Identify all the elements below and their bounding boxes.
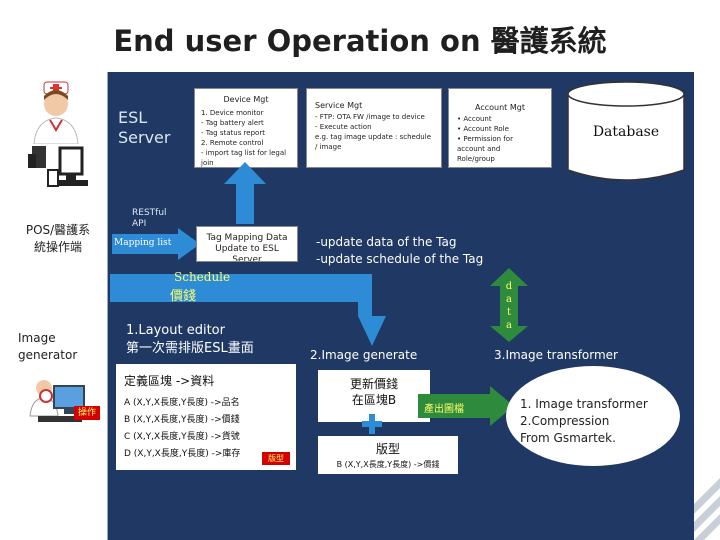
update-tag-text: -update data of the Tag -update schedule… (316, 235, 484, 266)
schedule-elbow-arrow-icon (110, 274, 386, 346)
operator-badge: 操作 (74, 406, 100, 420)
layout-result-box: 版型 B (X,Y,X長度,Y長度) ->價錢 (318, 436, 458, 474)
layout-row: C (X,Y,X長度,Y長度) ->貨號 (124, 432, 240, 442)
database-label: Database (592, 124, 660, 140)
device-mgt-box: Device Mgt 1. Device monitor - Tag batte… (194, 88, 298, 168)
nurse-icon (33, 81, 79, 144)
layout-row: D (X,Y,X長度,Y長度) ->庫存 (124, 449, 241, 459)
mapping-list-label: Mapping list (114, 238, 172, 248)
image-generator-label: Image generator (18, 331, 78, 362)
page-title: End user Operation on 醫護系統 (113, 24, 607, 58)
define-block-label: 定義區塊 ->資料 (124, 374, 215, 388)
image-generate-label: 2.Image generate (310, 348, 418, 362)
transformer-list: 1. Image transformer 2.Compression From … (520, 397, 648, 445)
layout-badge: 版型 (262, 452, 290, 465)
device-mgt-title: Device Mgt (223, 95, 269, 104)
operator-icon (29, 380, 85, 422)
data-vertical-label: d a t a (505, 281, 513, 331)
layout-row: B (X,Y,X長度,Y長度) ->價錢 (124, 415, 240, 425)
transformer-ellipse (506, 366, 680, 466)
tag-mapping-box: Tag Mapping Data Update to ESL Server (196, 226, 298, 262)
device-mgt-body: 1. Device monitor - Tag battery alert - … (201, 109, 287, 167)
restful-api-label: RESTful API (132, 208, 167, 229)
layout-result-row: B (X,Y,X長度,Y長度) ->價錢 (336, 460, 440, 469)
database-cylinder-icon (567, 81, 685, 181)
output-image-label: 產出圖檔 (424, 404, 464, 415)
layout-row: A (X,Y,X長度,Y長度) ->品名 (124, 398, 240, 408)
mapping-list-arrow-icon (112, 228, 200, 260)
price-label: 價錢 (170, 289, 197, 304)
blue-up-arrow-icon (224, 162, 266, 224)
service-mgt-box: Service Mgt - FTP: OTA FW /image to devi… (306, 88, 442, 168)
green-data-arrow-icon (490, 268, 528, 342)
account-mgt-body: • Account • Account Role • Permission fo… (457, 115, 513, 163)
left-panel (6, 72, 108, 540)
schedule-label: Schedule (174, 270, 231, 284)
service-mgt-body: - FTP: OTA FW /image to device - Execute… (315, 113, 431, 151)
account-mgt-title: Account Mgt (475, 103, 525, 112)
layout-result-title: 版型 (375, 442, 400, 456)
update-price-text: 更新價錢 在區塊B (349, 377, 398, 407)
plus-icon (362, 414, 382, 434)
esl-server-label: ESL Server (118, 108, 171, 147)
service-mgt-title: Service Mgt (315, 101, 363, 110)
output-image-arrow-icon (418, 386, 514, 426)
account-mgt-box: Account Mgt • Account • Account Role • P… (448, 88, 552, 168)
corner-stripes-decoration (694, 478, 720, 540)
layout-rows: A (X,Y,X長度,Y長度) ->品名 B (X,Y,X長度,Y長度) ->價… (116, 395, 296, 463)
tag-mapping-text: Tag Mapping Data Update to ESL Server (206, 233, 288, 262)
image-transformer-title: 3.Image transformer (494, 348, 618, 362)
pos-terminal-icon (28, 146, 88, 187)
layout-editor-label: 1.Layout editor 第一次需排版ESL畫面 (126, 323, 254, 356)
pos-label: POS/醫護系 統操作端 (25, 223, 91, 254)
update-price-box: 更新價錢 在區塊B (318, 370, 430, 422)
